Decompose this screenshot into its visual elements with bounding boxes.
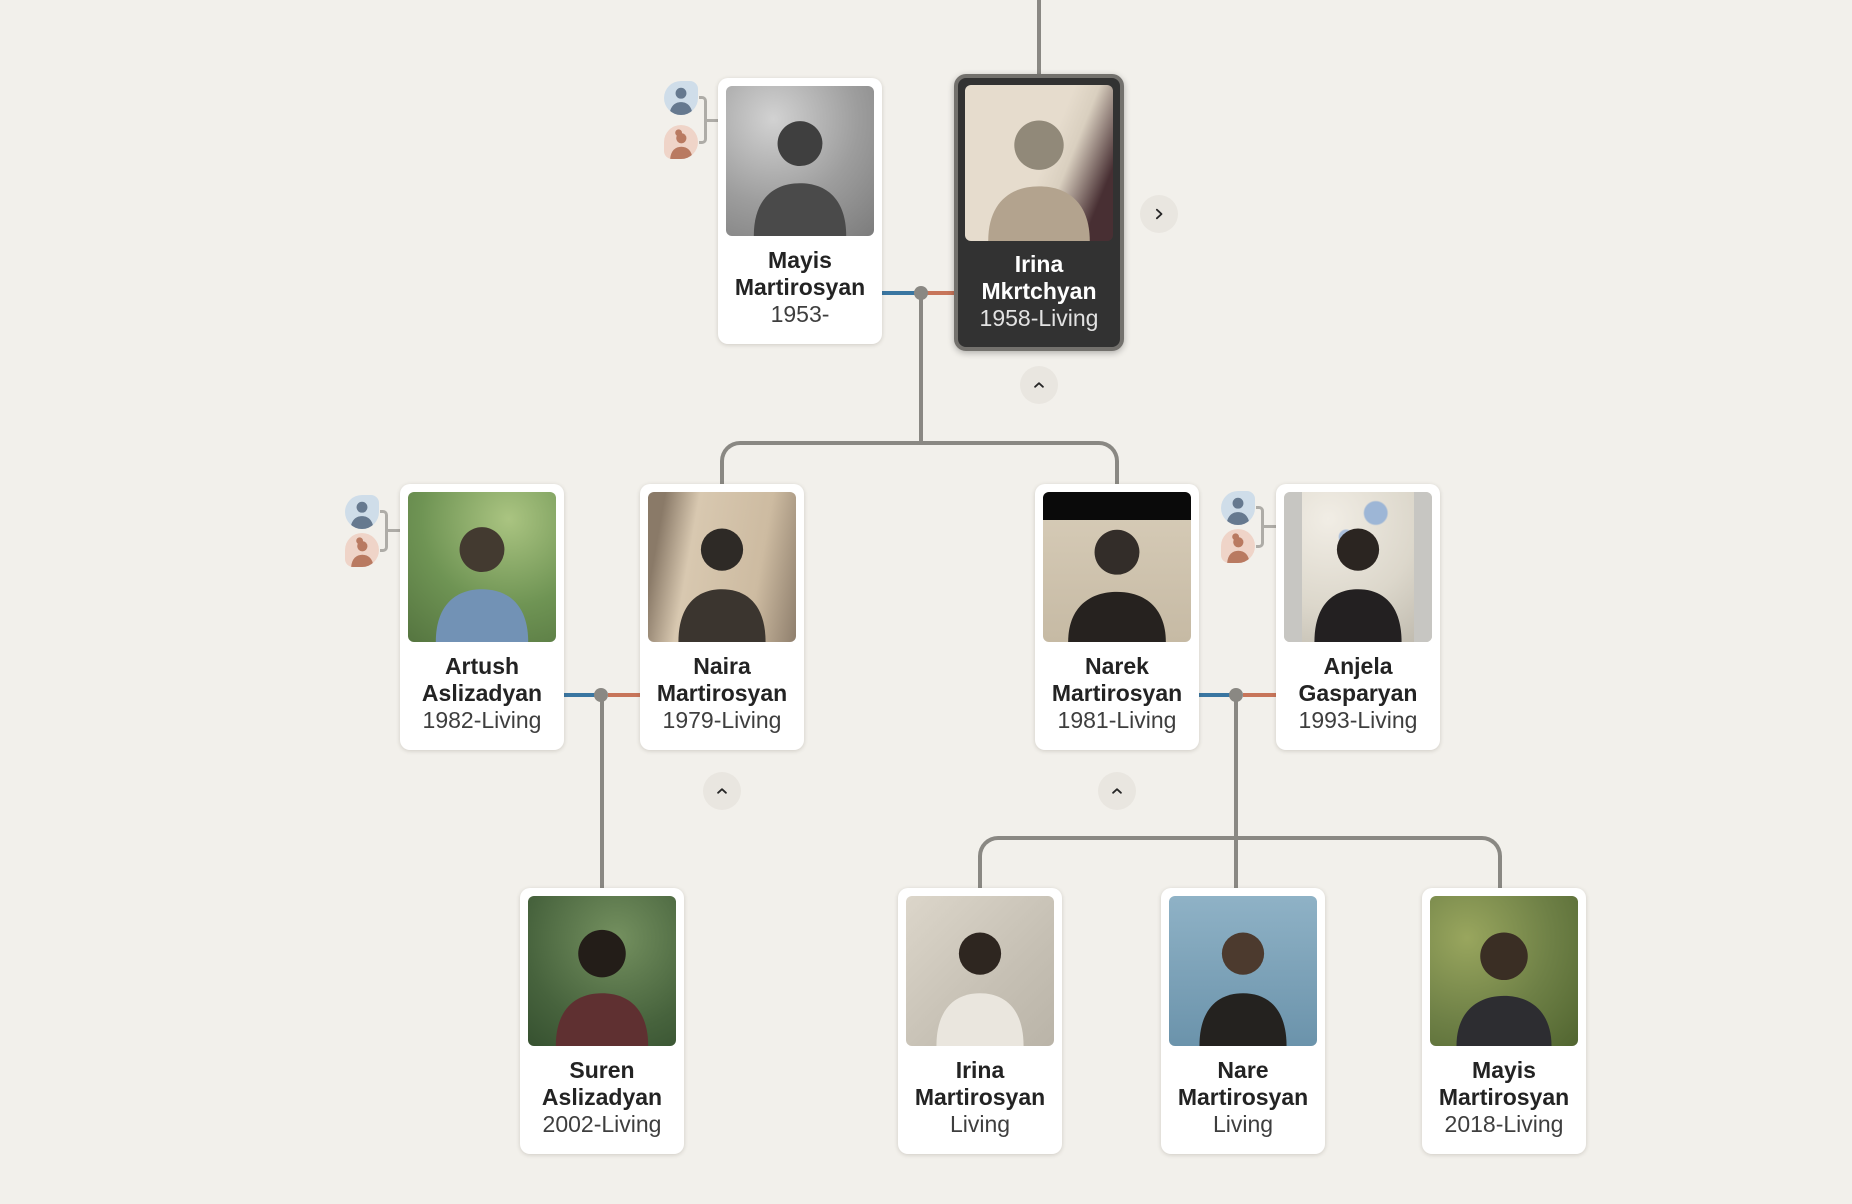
male-avatar-icon[interactable] bbox=[1221, 491, 1255, 525]
chevron-up-icon bbox=[1034, 382, 1044, 388]
person-lifespan: 2018-Living bbox=[1444, 1110, 1564, 1137]
person-photo bbox=[965, 85, 1113, 241]
person-card-irina-sr-selected[interactable]: Irina Mkrtchyan 1958-Living bbox=[954, 74, 1124, 351]
person-lifespan: Living bbox=[1212, 1110, 1274, 1137]
descendants-connector-line bbox=[600, 701, 604, 890]
person-lifespan: 1979-Living bbox=[662, 706, 782, 733]
parents-bracket-stub bbox=[1264, 525, 1276, 528]
person-name: Mayis Martirosyan bbox=[1438, 1056, 1570, 1110]
person-lifespan: Living bbox=[949, 1110, 1011, 1137]
person-lifespan: 1953- bbox=[770, 300, 830, 327]
parents-bracket bbox=[380, 510, 388, 552]
person-name: Nare Martirosyan bbox=[1177, 1056, 1309, 1110]
person-card-anjela[interactable]: Anjela Gasparyan 1993-Living bbox=[1276, 484, 1440, 750]
person-lifespan: 1982-Living bbox=[422, 706, 542, 733]
chevron-up-icon bbox=[717, 788, 727, 794]
person-card-suren[interactable]: Suren Aslizadyan 2002-Living bbox=[520, 888, 684, 1154]
person-card-mayis-jr[interactable]: Mayis Martirosyan 2018-Living bbox=[1422, 888, 1586, 1154]
union-line-paternal bbox=[882, 291, 915, 295]
descendants-connector-elbow bbox=[978, 836, 1502, 890]
person-lifespan: 1958-Living bbox=[979, 304, 1099, 331]
person-name: Narek Martirosyan bbox=[1051, 652, 1183, 706]
person-photo bbox=[1043, 492, 1191, 642]
person-name: Naira Martirosyan bbox=[656, 652, 788, 706]
person-name: Irina Mkrtchyan bbox=[981, 250, 1097, 304]
female-avatar-icon[interactable] bbox=[1221, 529, 1255, 563]
chevron-right-icon bbox=[1155, 208, 1163, 220]
expand-spouses-button[interactable] bbox=[1140, 195, 1178, 233]
descendants-connector-line bbox=[1234, 701, 1238, 890]
person-name: Artush Aslizadyan bbox=[421, 652, 543, 706]
male-avatar-icon[interactable] bbox=[345, 495, 379, 529]
person-photo bbox=[648, 492, 796, 642]
union-dot bbox=[1229, 688, 1243, 702]
collapse-children-button[interactable] bbox=[1020, 366, 1058, 404]
parents-bracket bbox=[699, 96, 707, 144]
union-dot bbox=[914, 286, 928, 300]
person-photo bbox=[528, 896, 676, 1046]
person-lifespan: 2002-Living bbox=[542, 1110, 662, 1137]
person-name: Anjela Gasparyan bbox=[1298, 652, 1418, 706]
female-avatar-icon[interactable] bbox=[345, 533, 379, 567]
person-name: Irina Martirosyan bbox=[914, 1056, 1046, 1110]
person-card-naira[interactable]: Naira Martirosyan 1979-Living bbox=[640, 484, 804, 750]
person-photo bbox=[906, 896, 1054, 1046]
collapse-children-button[interactable] bbox=[703, 772, 741, 810]
parents-bracket-stub bbox=[707, 119, 718, 122]
parents-bracket-stub bbox=[388, 529, 400, 532]
parents-bracket bbox=[1256, 506, 1264, 548]
union-line-paternal bbox=[1199, 693, 1230, 697]
person-photo bbox=[1430, 896, 1578, 1046]
descendants-connector-elbow bbox=[720, 441, 1119, 488]
union-line-maternal bbox=[1243, 693, 1276, 697]
person-card-nare[interactable]: Nare Martirosyan Living bbox=[1161, 888, 1325, 1154]
person-lifespan: 1993-Living bbox=[1298, 706, 1418, 733]
person-card-irina-jr[interactable]: Irina Martirosyan Living bbox=[898, 888, 1062, 1154]
descendants-connector-line bbox=[919, 295, 923, 443]
person-card-artush[interactable]: Artush Aslizadyan 1982-Living bbox=[400, 484, 564, 750]
person-lifespan: 1981-Living bbox=[1057, 706, 1177, 733]
collapse-children-button[interactable] bbox=[1098, 772, 1136, 810]
person-card-mayis-sr[interactable]: Mayis Martirosyan 1953- bbox=[718, 78, 882, 344]
person-name: Suren Aslizadyan bbox=[541, 1056, 663, 1110]
female-avatar-icon[interactable] bbox=[664, 125, 698, 159]
male-avatar-icon[interactable] bbox=[664, 81, 698, 115]
person-photo bbox=[1169, 896, 1317, 1046]
chevron-up-icon bbox=[1112, 788, 1122, 794]
union-line-paternal bbox=[564, 693, 595, 697]
ancestors-connector-line bbox=[1037, 0, 1041, 76]
person-photo bbox=[726, 86, 874, 236]
union-line-maternal bbox=[608, 693, 640, 697]
union-dot bbox=[594, 688, 608, 702]
person-photo bbox=[408, 492, 556, 642]
person-name: Mayis Martirosyan bbox=[734, 246, 866, 300]
union-line-maternal bbox=[927, 291, 954, 295]
person-card-narek[interactable]: Narek Martirosyan 1981-Living bbox=[1035, 484, 1199, 750]
person-photo bbox=[1284, 492, 1432, 642]
